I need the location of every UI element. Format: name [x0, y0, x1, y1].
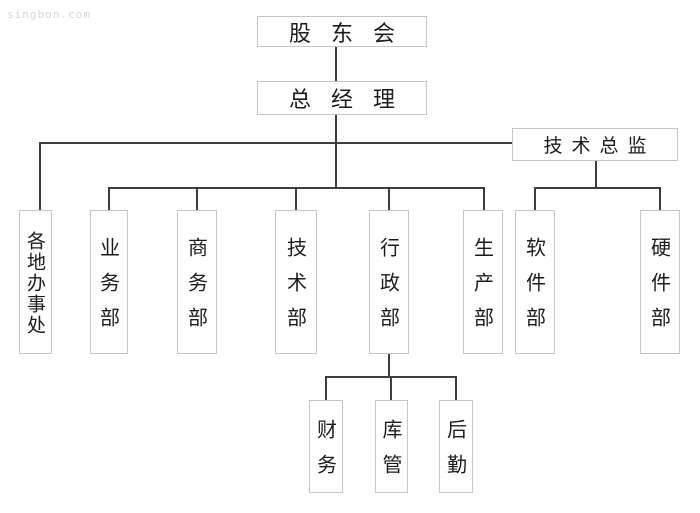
connector-shareholders-gm — [335, 47, 337, 82]
connector-drop-regional-offices — [39, 142, 41, 210]
watermark: singbon.com — [7, 8, 91, 21]
connector-drop-hardware — [659, 187, 661, 210]
connector-drop-admin — [388, 187, 390, 210]
node-regional-offices: 各地办事处 — [19, 210, 52, 354]
node-tech-director: 技术总监 — [512, 128, 678, 161]
connector-upper-horizontal — [39, 142, 512, 144]
node-software-dept: 软件部 — [515, 210, 555, 354]
connector-drop-logistics — [455, 376, 457, 400]
node-warehouse: 库管 — [375, 400, 408, 493]
connector-drop-finance — [325, 376, 327, 400]
connector-tech-bus — [534, 187, 661, 189]
node-technology-dept: 技术部 — [275, 210, 317, 354]
connector-techdirector-bus — [595, 161, 597, 188]
connector-drop-business — [108, 187, 110, 210]
connector-drop-technology — [295, 187, 297, 210]
connector-drop-warehouse — [390, 376, 392, 400]
node-production-dept: 生产部 — [463, 210, 503, 354]
node-general-manager: 总经理 — [257, 81, 427, 115]
node-admin-dept: 行政部 — [369, 210, 409, 354]
node-finance: 财务 — [309, 400, 343, 493]
connector-drop-software — [534, 187, 536, 210]
connector-admin-subbus — [388, 354, 390, 377]
connector-drop-commerce — [196, 187, 198, 210]
node-commerce-dept: 商务部 — [177, 210, 217, 354]
node-shareholders: 股东会 — [257, 16, 427, 47]
node-hardware-dept: 硬件部 — [640, 210, 680, 354]
connector-gm-mainbus — [335, 114, 337, 189]
node-logistics: 后勤 — [439, 400, 473, 493]
connector-drop-production — [483, 187, 485, 210]
node-business-dept: 业务部 — [90, 210, 128, 354]
